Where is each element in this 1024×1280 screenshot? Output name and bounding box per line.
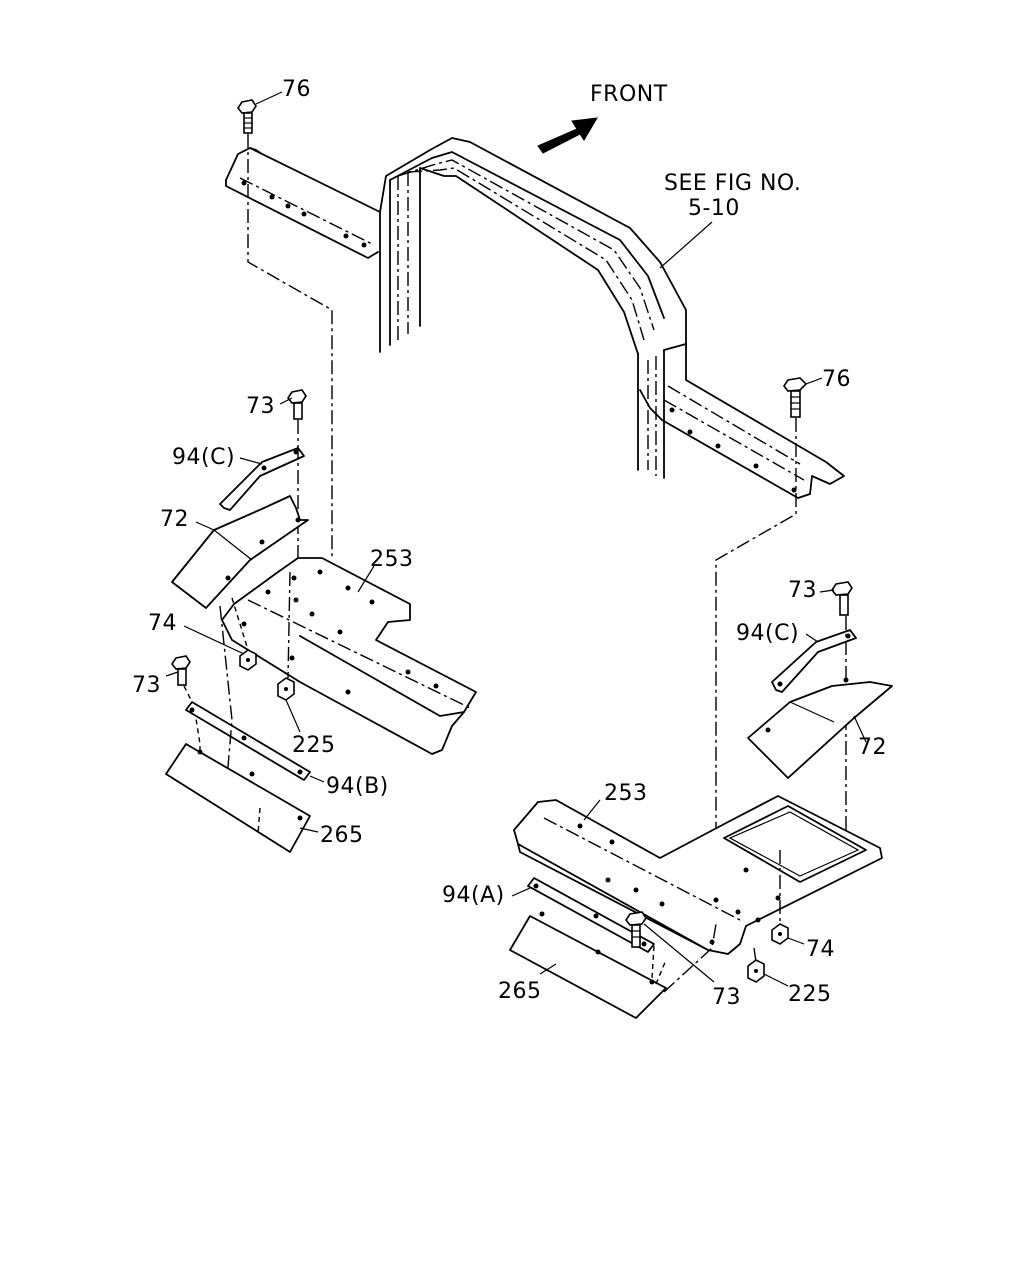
leader-73-upper-right — [819, 589, 835, 593]
leader-76-right — [805, 377, 823, 385]
reference-line-1: SEE FIG NO. — [664, 171, 801, 196]
assembly-line-74-left — [231, 597, 249, 651]
assembly-line-73-lower-right — [651, 945, 655, 979]
leader-94a — [511, 887, 531, 897]
callout-253-left: 253 — [370, 547, 414, 572]
reference-leader — [659, 221, 713, 269]
callout-72-right: 72 — [858, 735, 887, 760]
leader-265-left — [299, 827, 319, 833]
callout-73-lower-right: 73 — [712, 985, 741, 1010]
leader-94c-right — [805, 633, 819, 643]
bolt-73-lower-left — [171, 655, 191, 686]
callout-74-right: 74 — [806, 937, 835, 962]
assembly-line-225-left — [287, 571, 291, 679]
callout-74-left: 74 — [148, 611, 177, 636]
leader-265-right — [539, 963, 557, 975]
plate-265-right — [509, 915, 667, 1019]
bolt-73-lower-right — [625, 911, 647, 948]
leader-225-right — [763, 973, 789, 987]
leader-225-left — [285, 699, 301, 733]
plate-253-right — [513, 795, 883, 955]
bracket-94a — [527, 877, 655, 953]
leader-76-left — [255, 91, 283, 105]
leader-94c-left — [239, 457, 263, 465]
bracket-94b — [185, 701, 311, 781]
bolt-73-upper-left — [287, 389, 307, 420]
callout-76-right: 76 — [822, 367, 851, 392]
leader-253-right — [583, 799, 601, 821]
callout-72-left: 72 — [160, 507, 189, 532]
assembly-line-94b — [219, 605, 233, 791]
leader-72-right — [853, 715, 867, 743]
callout-73-lower-left: 73 — [132, 673, 161, 698]
assembly-line-left-main — [247, 134, 333, 560]
reference-line-2: 5-10 — [688, 196, 740, 221]
callout-73-upper-right: 73 — [788, 578, 817, 603]
leader-73-upper-left — [279, 397, 293, 405]
plate-253-left — [221, 557, 477, 755]
callout-94b: 94(B) — [326, 774, 389, 799]
leader-73-lower-right — [643, 923, 715, 983]
cover-72-left — [171, 495, 309, 609]
nut-225-left — [277, 677, 295, 701]
front-arrow-icon — [537, 117, 598, 154]
bracket-94c-left — [219, 447, 305, 511]
callout-76-left: 76 — [282, 77, 311, 102]
callout-225-left: 225 — [292, 733, 336, 758]
leader-74-left — [183, 625, 245, 655]
leader-72-left — [195, 521, 215, 531]
callout-94c-right: 94(C) — [736, 621, 799, 646]
callout-265-left: 265 — [320, 823, 364, 848]
plate-265-left — [165, 743, 311, 853]
nut-74-right — [771, 923, 789, 945]
callout-265-right: 265 — [498, 979, 542, 1004]
callout-94c-left: 94(C) — [172, 445, 235, 470]
callout-94a: 94(A) — [442, 883, 505, 908]
callout-253-right: 253 — [604, 781, 648, 806]
leader-253-left — [357, 565, 375, 593]
callout-225-right: 225 — [788, 982, 832, 1007]
bolt-76-left — [237, 99, 257, 134]
leader-73-lower-left — [165, 671, 179, 677]
bracket-94c-right — [771, 629, 857, 693]
leader-94b — [309, 775, 325, 783]
frame-assembly — [225, 137, 845, 499]
leader-74-right — [787, 937, 805, 945]
callout-73-upper-left: 73 — [246, 394, 275, 419]
assembly-line-265-right — [663, 923, 717, 993]
cover-72-right — [747, 681, 893, 779]
nut-225-right — [747, 959, 765, 983]
front-label: FRONT — [590, 82, 668, 107]
assembly-line-right-main — [715, 418, 797, 900]
bolt-76-right — [783, 377, 808, 418]
bolt-73-upper-right — [831, 581, 853, 616]
